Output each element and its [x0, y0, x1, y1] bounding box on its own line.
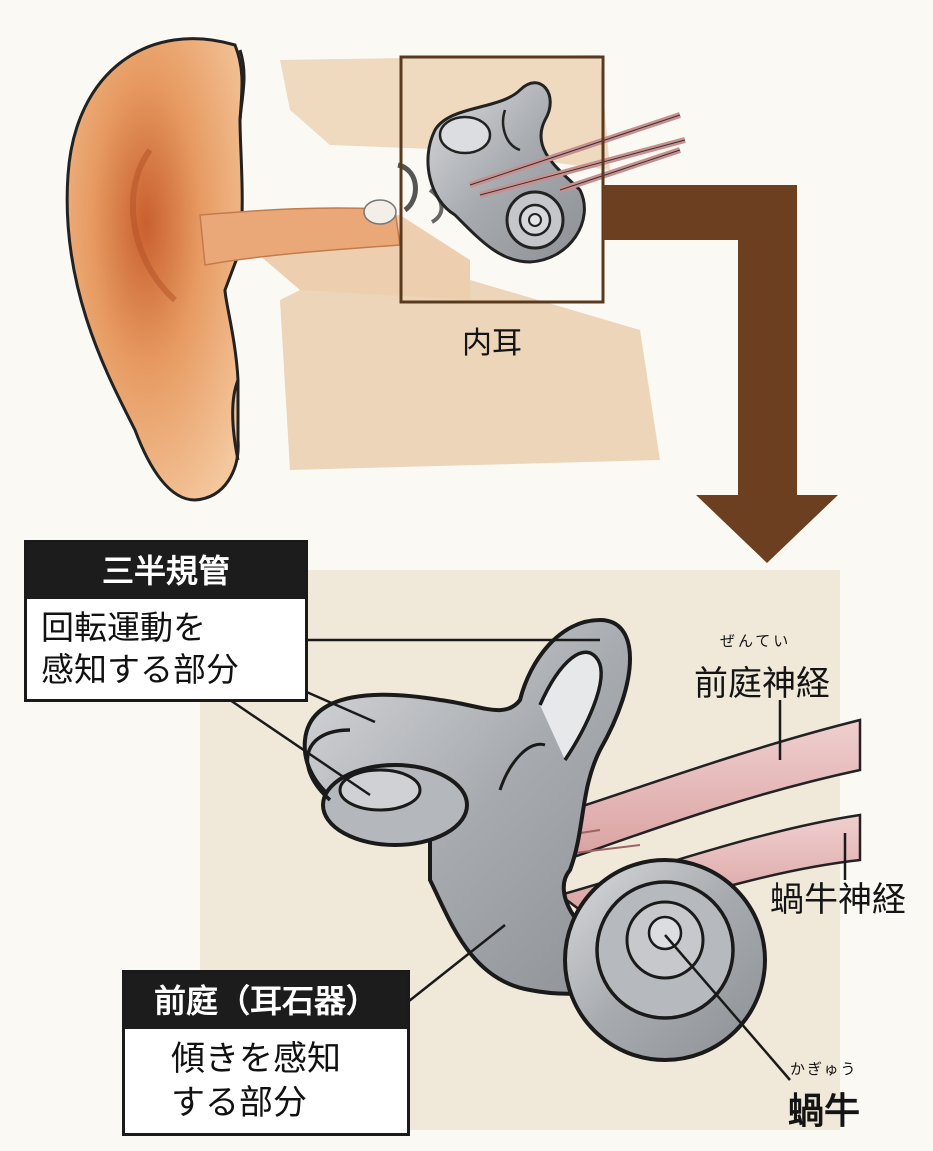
- callout-scc-line1: 回転運動を: [41, 607, 291, 649]
- label-inner-ear: 内耳: [462, 318, 522, 362]
- callout-vestibule-line2: する部分: [171, 1081, 393, 1125]
- callout-scc-body: 回転運動を 感知する部分: [27, 599, 305, 699]
- callout-vestibule-body: 傾きを感知 する部分: [125, 1029, 407, 1133]
- ruby-cochlea: かぎゅう: [790, 1058, 858, 1079]
- callout-vestibule: 前庭（耳石器） 傾きを感知 する部分: [122, 970, 410, 1136]
- outer-ear: [67, 39, 244, 500]
- callout-vestibule-line1: 傾きを感知: [171, 1037, 393, 1081]
- callout-scc-title: 三半規管: [27, 543, 305, 599]
- ruby-vestibular: ぜんてい: [720, 630, 791, 651]
- label-vestibular-nerve: 前庭神経: [694, 656, 830, 705]
- label-cochlear-nerve: 蝸牛神経: [770, 872, 906, 921]
- callout-scc-line2: 感知する部分: [41, 649, 291, 691]
- callout-semicircular-canals: 三半規管 回転運動を 感知する部分: [24, 540, 308, 702]
- label-cochlea: 蝸牛: [788, 1082, 860, 1134]
- callout-vestibule-title: 前庭（耳石器）: [125, 973, 407, 1029]
- head-tissue-background: [230, 55, 660, 470]
